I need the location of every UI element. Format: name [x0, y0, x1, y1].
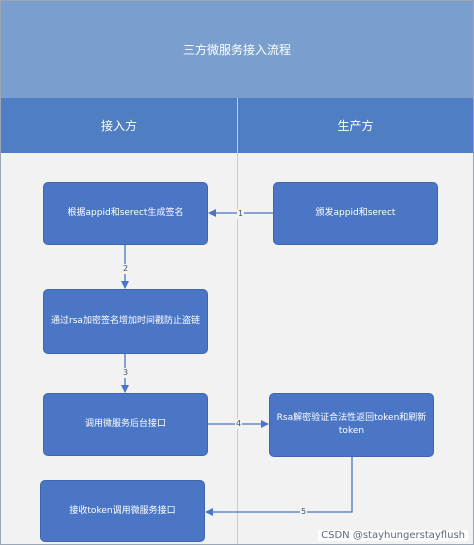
diagram-title-text: 三方微服务接入流程 — [182, 43, 291, 57]
box-generate-signature: 根据appid和serect生成签名 — [43, 182, 208, 245]
box-issue-credentials: 颁发appid和serect — [273, 182, 438, 245]
step-label-2: 2 — [122, 264, 130, 274]
step-label-4: 4 — [235, 419, 243, 429]
arrow-step-5 — [205, 457, 353, 516]
box-receive-token-text: 接收token调用微服务接口 — [69, 505, 176, 516]
lane-header-producer: 生产方 — [238, 98, 473, 153]
lane-label-integrator: 接入方 — [100, 119, 137, 133]
step-label-3: 3 — [122, 368, 130, 378]
step-label-1: 1 — [237, 209, 245, 219]
step-label-5: 5 — [300, 507, 308, 517]
box-call-backend-text: 调用微服务后台接口 — [84, 419, 166, 429]
lane-label-producer: 生产方 — [337, 119, 374, 133]
box-rsa-verify: Rsa解密验证合法性返回token和刷新token — [269, 393, 434, 457]
lane-divider — [237, 98, 238, 544]
box-generate-signature-text: 根据appid和serect生成签名 — [67, 208, 184, 218]
box-rsa-encrypt: 通过rsa加密签名增加时间戳防止盗链 — [43, 289, 208, 354]
box-call-backend: 调用微服务后台接口 — [43, 393, 208, 456]
box-receive-token: 接收token调用微服务接口 — [40, 480, 205, 542]
box-rsa-encrypt-text: 通过rsa加密签名增加时间戳防止盗链 — [51, 316, 200, 326]
lane-header-integrator: 接入方 — [1, 98, 237, 153]
watermark-text: CSDN @stayhungerstayflush — [321, 530, 465, 541]
watermark: CSDN @stayhungerstayflush — [318, 530, 468, 541]
box-rsa-verify-text: Rsa解密验证合法性返回token和刷新token — [276, 413, 427, 436]
diagram-title: 三方微服务接入流程 — [1, 1, 473, 98]
box-issue-credentials-text: 颁发appid和serect — [315, 208, 396, 218]
